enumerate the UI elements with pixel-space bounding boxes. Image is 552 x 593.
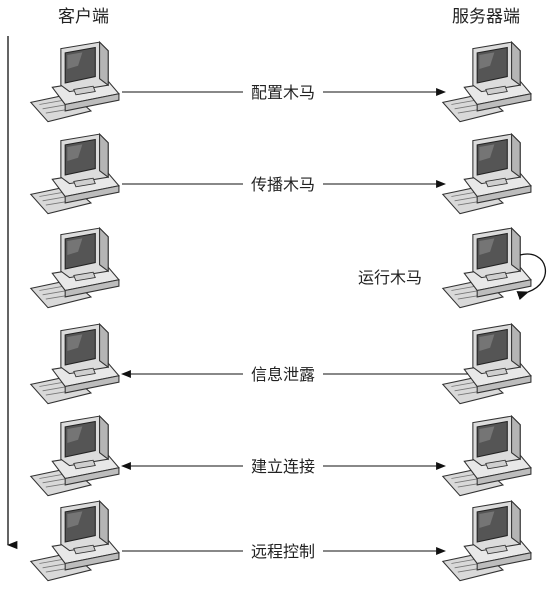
client-computer-icon [30, 41, 120, 123]
client-computer-icon [30, 227, 120, 309]
server-computer-icon [442, 133, 532, 215]
step-label: 配置木马 [251, 83, 315, 102]
server-computer-icon [442, 500, 532, 582]
client-column-header: 客户端 [58, 7, 109, 27]
label-bg [243, 454, 323, 476]
server-computer-icon [442, 41, 532, 123]
step-label: 远程控制 [251, 542, 315, 561]
server-computer-icon [442, 415, 532, 497]
step-label: 建立连接 [251, 457, 315, 476]
step-label: 信息泄露 [251, 365, 315, 384]
server-computer-icon [442, 323, 532, 405]
self-loop-arrow [516, 253, 546, 300]
client-computer-icon [30, 500, 120, 582]
server-computer-icon [442, 227, 532, 309]
step-label: 运行木马 [358, 268, 422, 287]
client-computer-icon [30, 415, 120, 497]
client-computer-icon [30, 323, 120, 405]
server-column-header: 服务器端 [452, 7, 520, 27]
label-bg [243, 362, 323, 384]
label-bg [243, 80, 323, 102]
client-computer-icon [30, 133, 120, 215]
step-label: 传播木马 [251, 175, 315, 194]
label-bg [243, 172, 323, 194]
label-bg [243, 539, 323, 561]
